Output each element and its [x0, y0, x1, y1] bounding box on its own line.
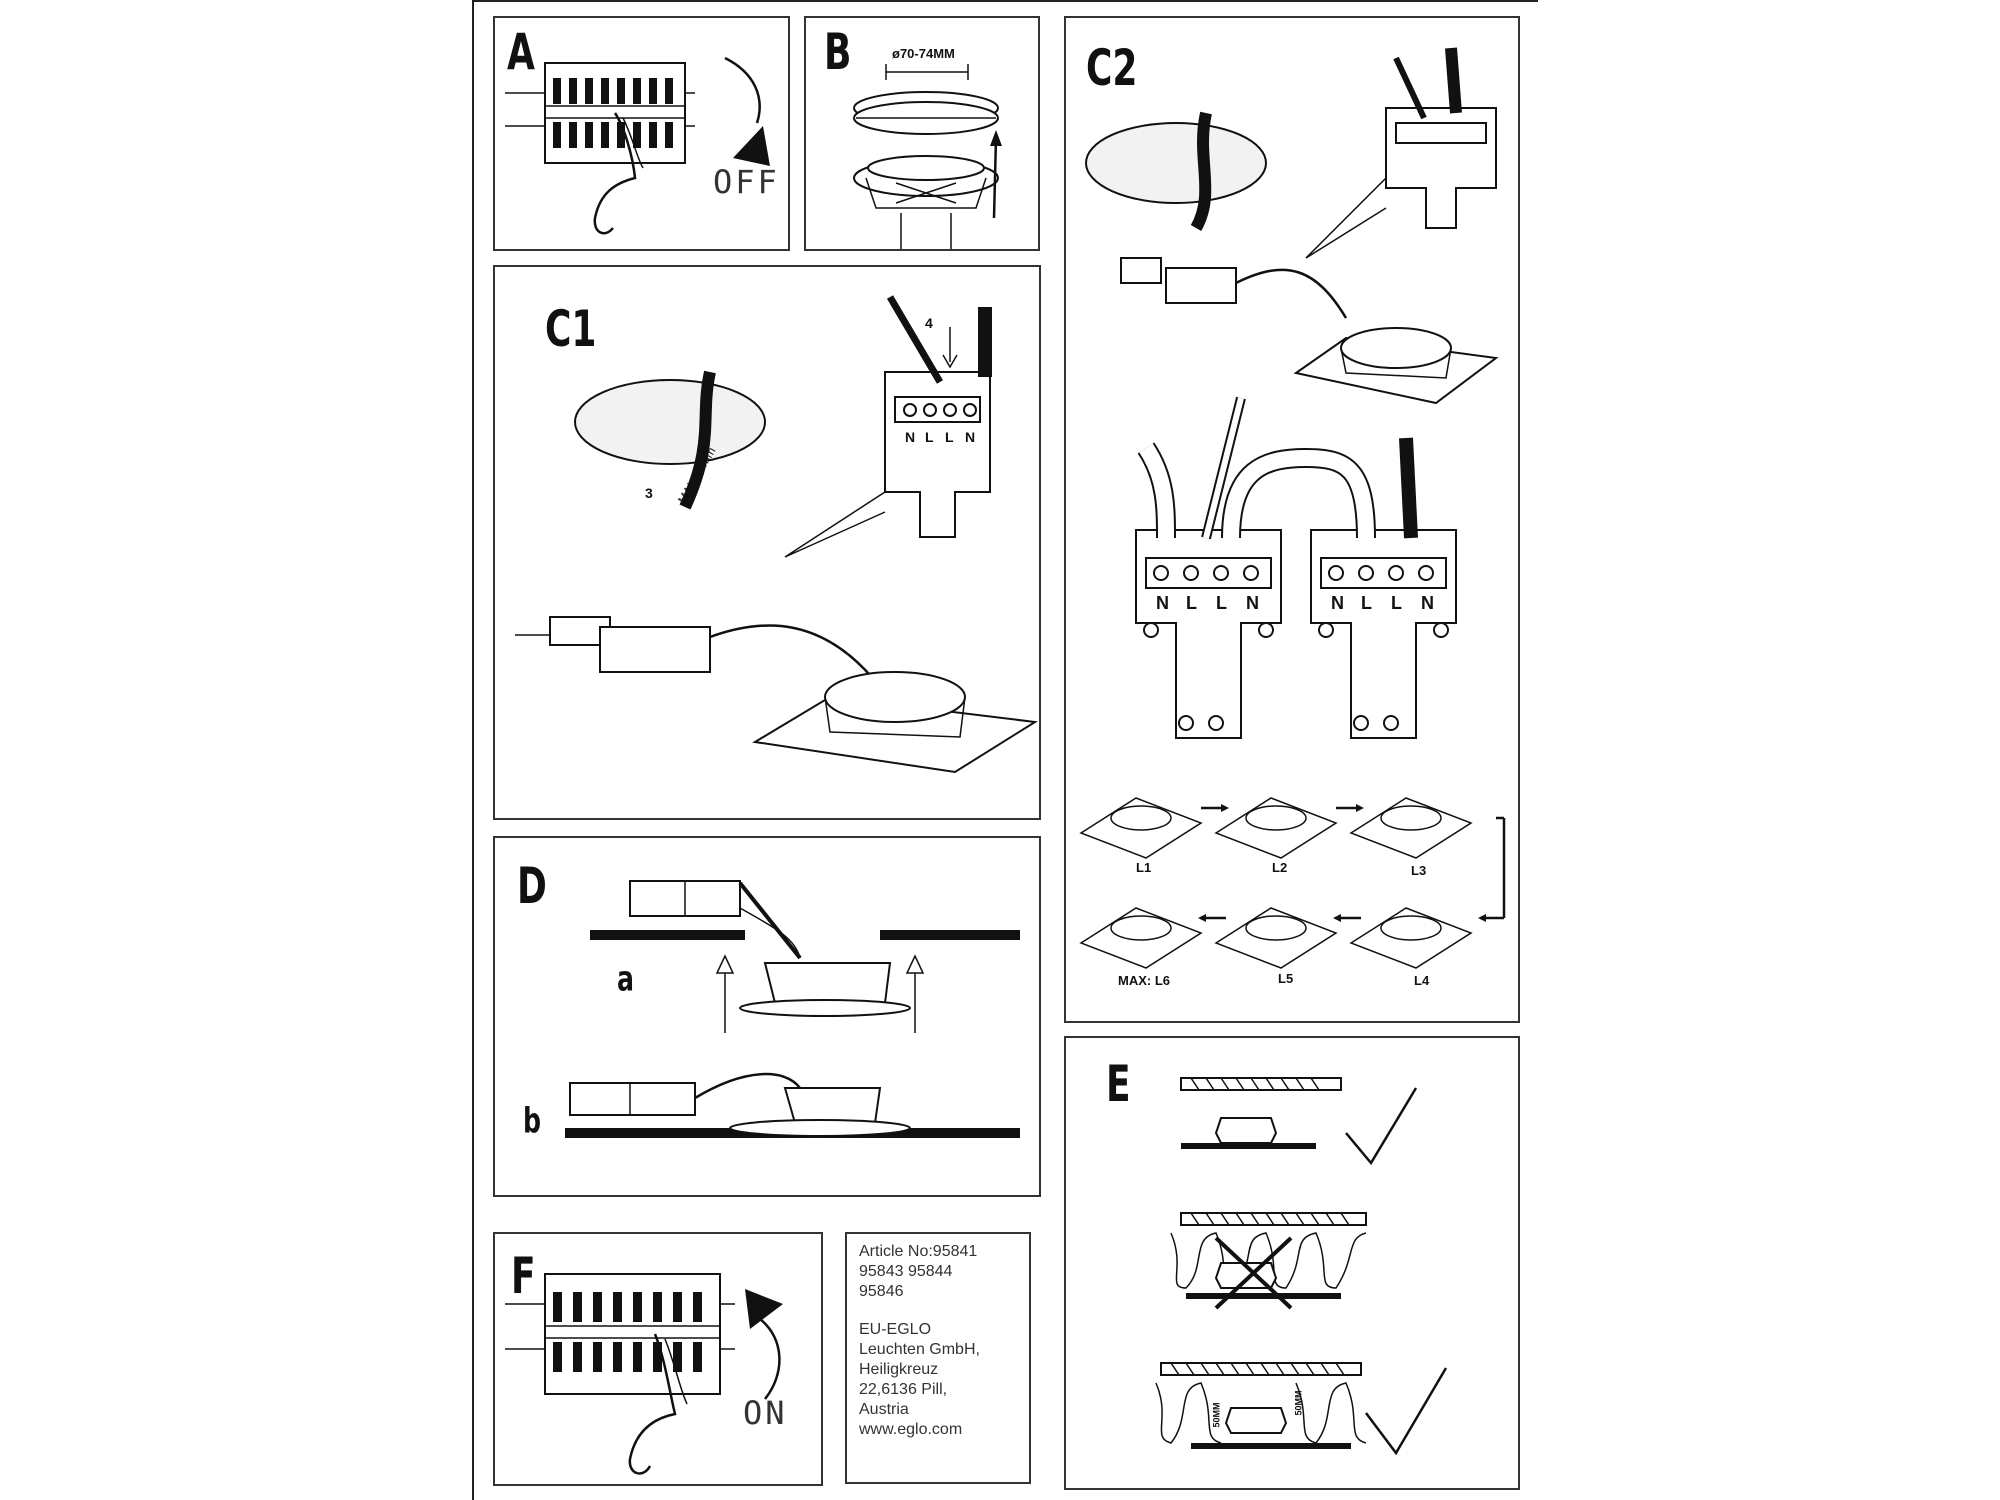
chain-label-l2: L2 — [1272, 860, 1288, 875]
step-d-label: D — [517, 858, 547, 916]
c1-terminal-l-2: L — [945, 429, 954, 445]
panel-e-insulation-clearance: E 50MM 50MM — [1064, 1036, 1520, 1490]
d-sub-a-label: a — [617, 958, 634, 1000]
panel-b-ceiling-hole: B ø70-74MM — [804, 16, 1040, 251]
panel-d-insert-fixture: D a b — [493, 836, 1041, 1197]
c2-terminal-n-2: N — [1246, 593, 1259, 613]
chain-label-l3: L3 — [1411, 863, 1427, 878]
c1-step-3: 3 — [645, 485, 653, 501]
c2-terminal-l-3: L — [1361, 593, 1372, 613]
chain-label-max-l6: MAX: L6 — [1118, 973, 1170, 988]
company-website[interactable]: www.eglo.com — [859, 1421, 963, 1438]
c1-terminal-n-1: N — [905, 429, 916, 445]
insert-fixture-illustration — [565, 880, 1020, 1138]
c2-terminal-n-4: N — [1421, 593, 1434, 613]
page-top-border — [472, 0, 1538, 2]
c2-terminal-n-1: N — [1156, 593, 1169, 613]
step-b-label: B — [824, 24, 852, 82]
spacing-label-left: 50MM — [1211, 1402, 1222, 1428]
c1-step-4: 4 — [925, 315, 933, 331]
company-legal-name: Leuchten GmbH, — [859, 1341, 980, 1358]
step-c1-label: C1 — [545, 301, 597, 359]
c1-wiring-illustration — [515, 295, 1038, 774]
c2-wiring-illustration — [1079, 47, 1506, 969]
article-number-line1: Article No:95841 — [859, 1243, 978, 1260]
fuse-box-on-illustration — [505, 1273, 783, 1475]
company-city: 22,6136 Pill, — [859, 1381, 948, 1398]
step-a-label: A — [507, 24, 535, 82]
off-text: OFF — [713, 163, 780, 201]
c1-terminal-n-2: N — [965, 429, 976, 445]
panel-c1-single-wiring: C1 N L L N MAX:10mm 3 4 — [493, 265, 1041, 820]
step-c2-label: C2 — [1086, 40, 1138, 98]
c2-terminal-l-1: L — [1186, 593, 1197, 613]
c2-terminal-l-2: L — [1216, 593, 1227, 613]
chain-label-l4: L4 — [1414, 973, 1430, 988]
c2-terminal-n-3: N — [1331, 593, 1344, 613]
chain-label-l1: L1 — [1136, 860, 1152, 875]
panel-f-switch-on: F ON — [493, 1232, 823, 1486]
insulation-clearance-illustration — [1155, 1077, 1448, 1456]
on-text: ON — [743, 1394, 788, 1432]
c1-terminal-l-1: L — [925, 429, 934, 445]
page-left-border — [472, 0, 474, 1500]
spacing-label-right: 50MM — [1293, 1390, 1304, 1416]
manufacturer-info-box: Article No:95841 95843 95844 95846 EU-EG… — [845, 1232, 1031, 1484]
step-f-label: F — [511, 1248, 536, 1306]
ceiling-hole-illustration — [853, 64, 1002, 249]
diameter-label: ø70-74MM — [892, 46, 955, 61]
fuse-box-off-illustration — [505, 56, 770, 235]
panel-a-switch-off: A OFF — [493, 16, 790, 251]
company-country: Austria — [859, 1401, 909, 1418]
c2-terminal-l-4: L — [1391, 593, 1402, 613]
d-sub-b-label: b — [523, 1100, 542, 1142]
chain-label-l5: L5 — [1278, 971, 1294, 986]
terminal-block-right — [1310, 529, 1457, 739]
article-number-line3: 95846 — [859, 1283, 904, 1300]
article-number-line2: 95843 95844 — [859, 1263, 953, 1280]
step-e-label: E — [1106, 1056, 1131, 1114]
company-street: Heiligkreuz — [859, 1361, 939, 1378]
company-name: EU-EGLO — [859, 1321, 932, 1338]
panel-c2-series-wiring: C2 N L L N N L L N L1 L2 L3 L4 L5 MAX: L… — [1064, 16, 1520, 1023]
terminal-block-left — [1135, 529, 1282, 739]
